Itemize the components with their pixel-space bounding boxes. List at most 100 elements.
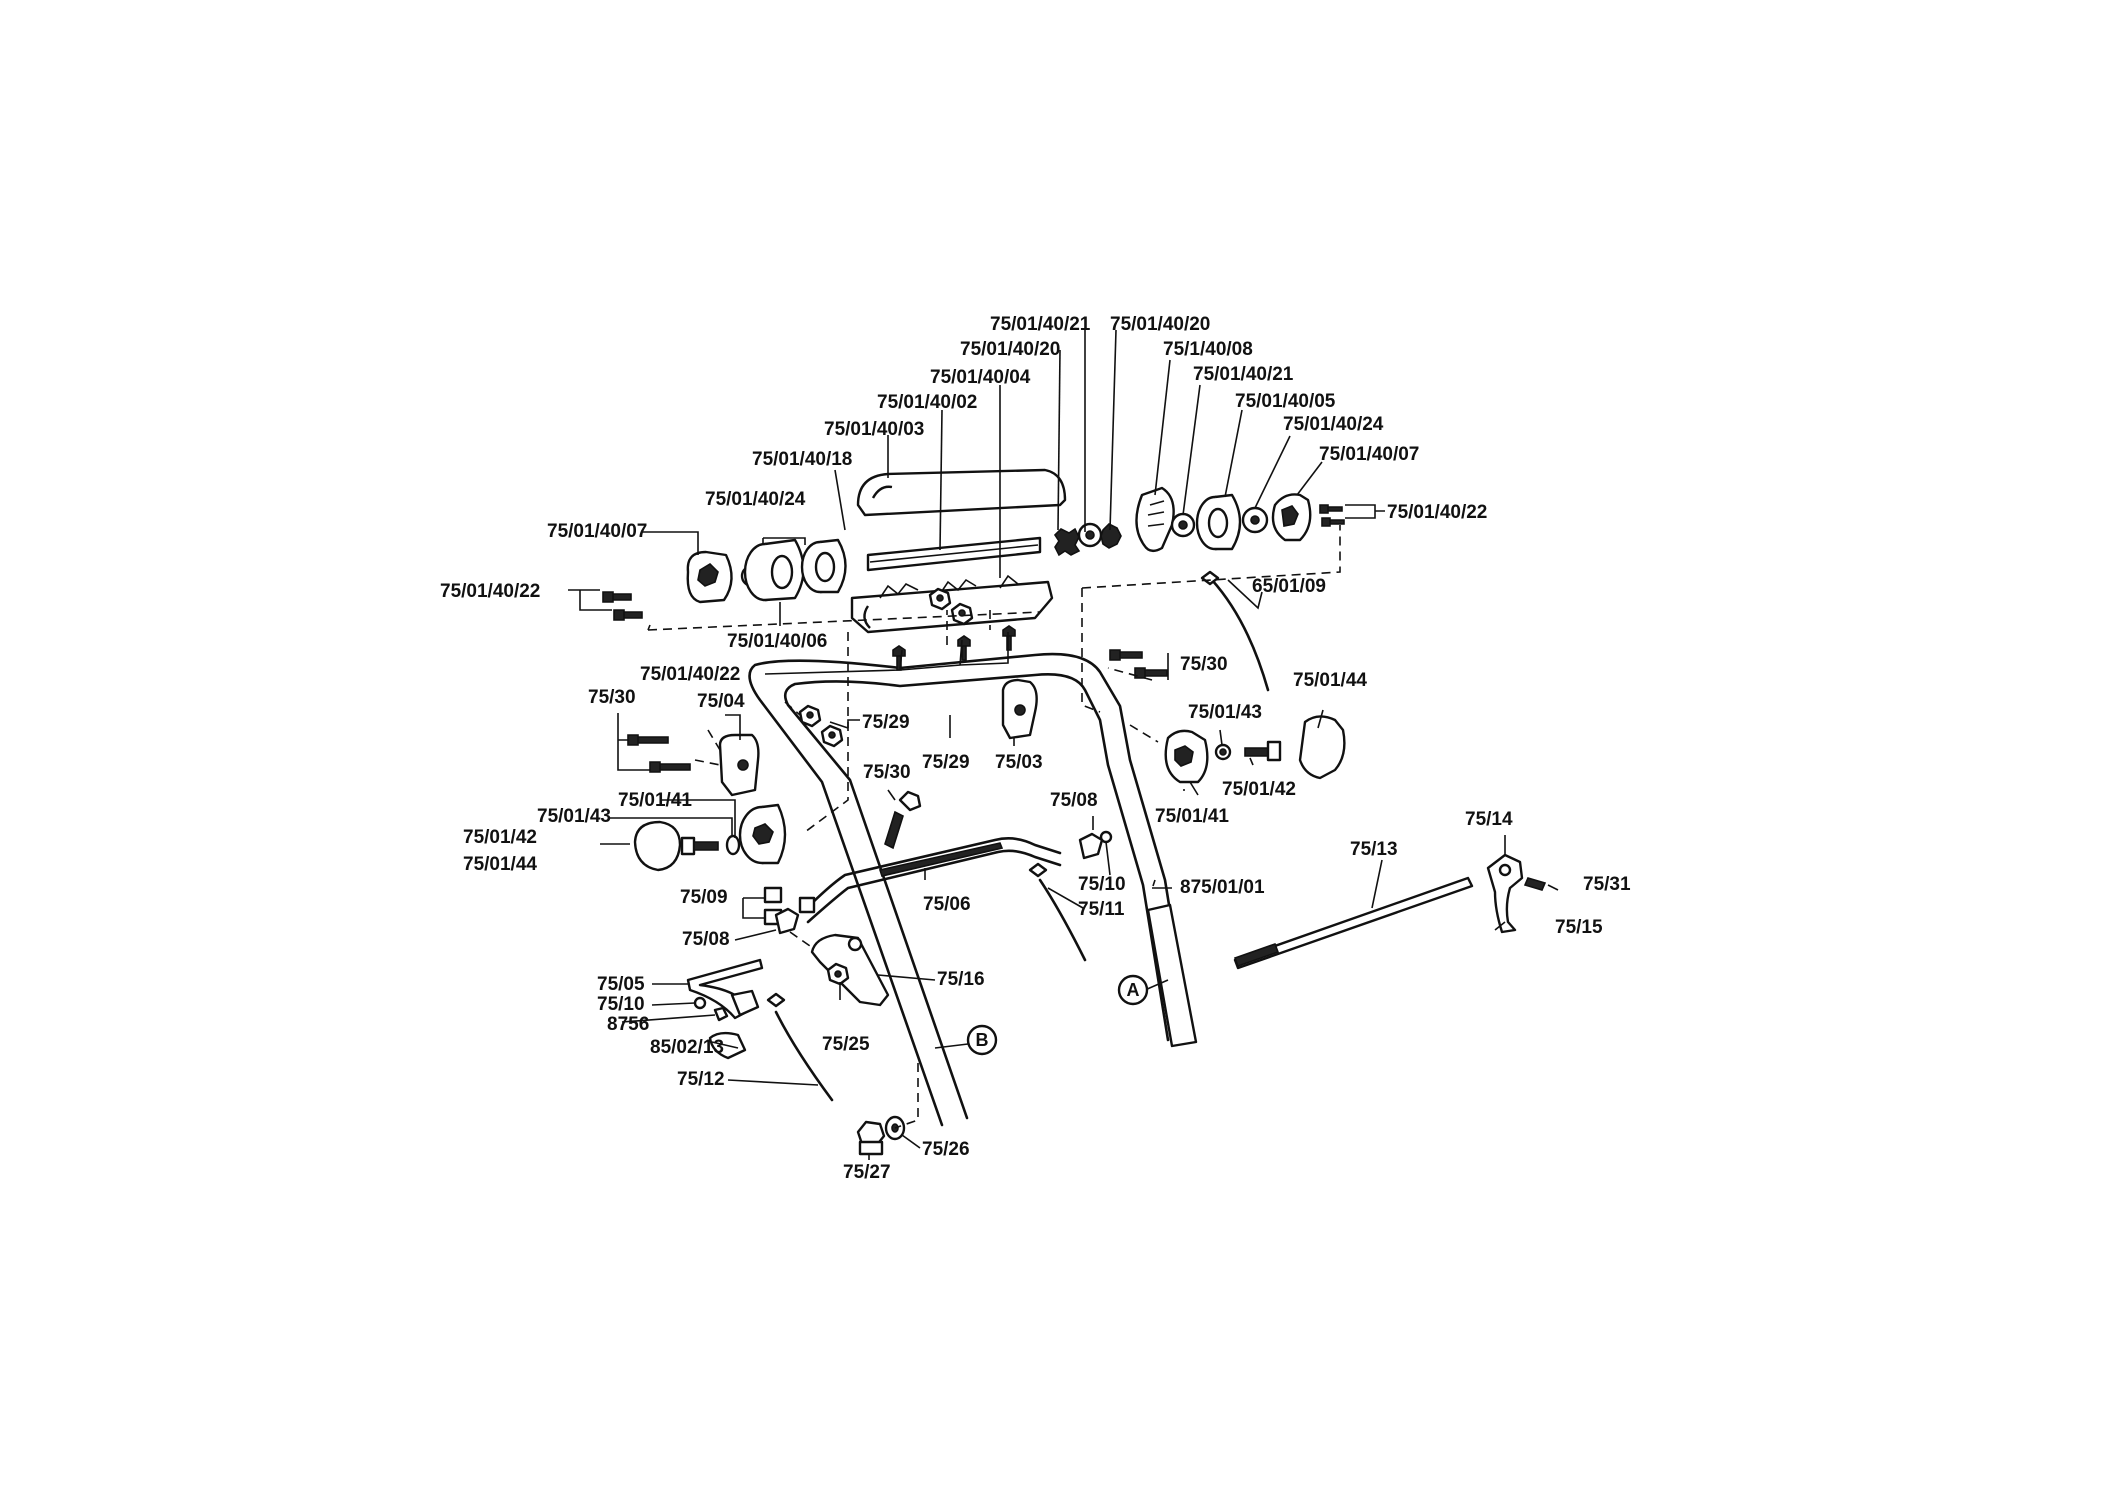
part-label: 75/01/40/06 bbox=[727, 631, 827, 652]
right-bolts-75-30 bbox=[1109, 649, 1168, 679]
assembly-lines bbox=[647, 525, 1341, 1129]
right-clip-75-08 bbox=[1078, 830, 1113, 860]
right-wheel-75-01-41 bbox=[1164, 729, 1209, 784]
part-label: 75/05 bbox=[597, 974, 645, 995]
part-label: 75/01/40/20 bbox=[1110, 314, 1210, 335]
callout-b-letter: B bbox=[976, 1030, 989, 1050]
part-label: 75/11 bbox=[1078, 899, 1125, 920]
part-label: 75/26 bbox=[922, 1139, 970, 1160]
part-label: 8756 bbox=[607, 1014, 649, 1035]
part-label: 75/08 bbox=[1050, 790, 1098, 811]
part-label: 65/01/09 bbox=[1252, 576, 1326, 597]
callout-b: B bbox=[934, 1024, 998, 1056]
part-label: 75/01/43 bbox=[537, 806, 611, 827]
part-label: 75/01/40/02 bbox=[877, 392, 977, 413]
part-label: 75/01/40/24 bbox=[705, 489, 806, 510]
part-label: 75/10 bbox=[1078, 874, 1126, 895]
left-bolts-75-30 bbox=[627, 734, 691, 773]
pin-75-31 bbox=[1523, 877, 1547, 891]
part-label: 75/12 bbox=[677, 1069, 725, 1090]
part-label: 75/30 bbox=[863, 762, 911, 783]
part-label: 75/01/41 bbox=[1155, 806, 1229, 827]
part-label: 75/01/44 bbox=[1293, 670, 1367, 691]
center-nuts-75-29 bbox=[928, 587, 974, 626]
callout-a: A bbox=[1117, 974, 1149, 1006]
left-screw-75-01-42 bbox=[680, 836, 719, 856]
cable-75-11 bbox=[1028, 862, 1087, 962]
part-label: 75/01/42 bbox=[1222, 779, 1296, 800]
roller-cover bbox=[856, 468, 1067, 517]
right-washer-75-01-43 bbox=[1214, 743, 1232, 761]
center-bolt-75-30 bbox=[884, 790, 922, 850]
part-label: 75/01/40/21 bbox=[990, 314, 1091, 335]
part-label: 75/01/40/04 bbox=[930, 367, 1031, 388]
part-label: 75/29 bbox=[922, 752, 970, 773]
part-label: 75/01/40/20 bbox=[960, 339, 1060, 360]
part-label: 75/04 bbox=[697, 691, 745, 712]
roller-carriage bbox=[850, 574, 1054, 634]
left-washer-75-01-43 bbox=[725, 834, 741, 856]
part-label: 75/30 bbox=[588, 687, 636, 708]
part-labels: 75/01/40/21 75/01/40/20 75/01/40/20 75/1… bbox=[440, 314, 1631, 1183]
part-label: 75/25 bbox=[822, 1034, 870, 1055]
part-label: 75/31 bbox=[1583, 874, 1631, 895]
part-label: 75/1/40/08 bbox=[1163, 339, 1253, 360]
part-label: 75/01/40/18 bbox=[752, 449, 852, 470]
part-label: 75/27 bbox=[843, 1162, 891, 1183]
right-washers bbox=[1053, 522, 1122, 557]
part-label: 75/15 bbox=[1555, 917, 1603, 938]
rod-75-13 bbox=[1233, 876, 1474, 970]
roller-rail bbox=[866, 536, 1042, 572]
left-roller-drums bbox=[743, 538, 847, 602]
part-label: 75/01/44 bbox=[463, 854, 537, 875]
left-bracket-75-04 bbox=[718, 733, 760, 797]
part-label: 75/01/40/24 bbox=[1283, 414, 1384, 435]
left-sleeves-75-09 bbox=[763, 886, 816, 935]
part-label: 75/08 bbox=[682, 929, 730, 950]
handle-frame bbox=[748, 652, 1198, 1127]
part-label: 75/06 bbox=[923, 894, 971, 915]
part-label: 75/30 bbox=[1180, 654, 1228, 675]
left-nuts-75-29 bbox=[798, 704, 844, 748]
cross-bar-75-06 bbox=[803, 837, 1062, 924]
lever-plate-75-16 bbox=[810, 933, 890, 1007]
part-label: 75/01/43 bbox=[1188, 702, 1262, 723]
part-label: 75/01/41 bbox=[618, 790, 692, 811]
drive-pawl bbox=[1135, 486, 1175, 553]
nut-75-25 bbox=[826, 962, 850, 986]
part-label: 875/01/01 bbox=[1180, 877, 1265, 898]
leader-lines bbox=[568, 329, 1559, 1160]
part-label: 75/01/40/22 bbox=[440, 581, 540, 602]
part-label: 75/14 bbox=[1465, 809, 1513, 830]
part-label: 75/01/40/07 bbox=[547, 521, 647, 542]
right-top-screws bbox=[1319, 504, 1345, 527]
part-label: 75/09 bbox=[680, 887, 728, 908]
part-label: 75/01/40/22 bbox=[1387, 502, 1487, 523]
left-wheel-75-01-41 bbox=[738, 803, 787, 865]
part-label: 85/02/13 bbox=[650, 1037, 724, 1058]
callout-a-letter: A bbox=[1127, 980, 1140, 1000]
part-label: 75/01/40/05 bbox=[1235, 391, 1336, 412]
right-drums bbox=[1170, 493, 1312, 551]
lever-75-05 bbox=[686, 958, 764, 1022]
lever-75-14 bbox=[1486, 853, 1524, 934]
left-roller-end-cap bbox=[686, 550, 733, 604]
right-screw-75-01-42 bbox=[1244, 740, 1282, 762]
right-cap-75-01-44 bbox=[1298, 715, 1346, 780]
part-label: 75/01/40/21 bbox=[1193, 364, 1294, 385]
part-label: 75/01/42 bbox=[463, 827, 537, 848]
left-screws bbox=[602, 591, 643, 621]
part-label: 75/01/40/22 bbox=[640, 664, 740, 685]
part-label: 75/03 bbox=[995, 752, 1043, 773]
part-label: 75/10 bbox=[597, 994, 645, 1015]
center-bracket-75-03 bbox=[1001, 678, 1038, 740]
cable-75-12 bbox=[766, 992, 834, 1102]
nut-75-27 bbox=[856, 1120, 886, 1156]
part-label: 75/13 bbox=[1350, 839, 1398, 860]
part-label: 75/01/40/07 bbox=[1319, 444, 1419, 465]
part-label: 75/01/40/03 bbox=[824, 419, 924, 440]
part-label: 75/16 bbox=[937, 969, 985, 990]
left-cap-75-01-44 bbox=[633, 820, 682, 872]
